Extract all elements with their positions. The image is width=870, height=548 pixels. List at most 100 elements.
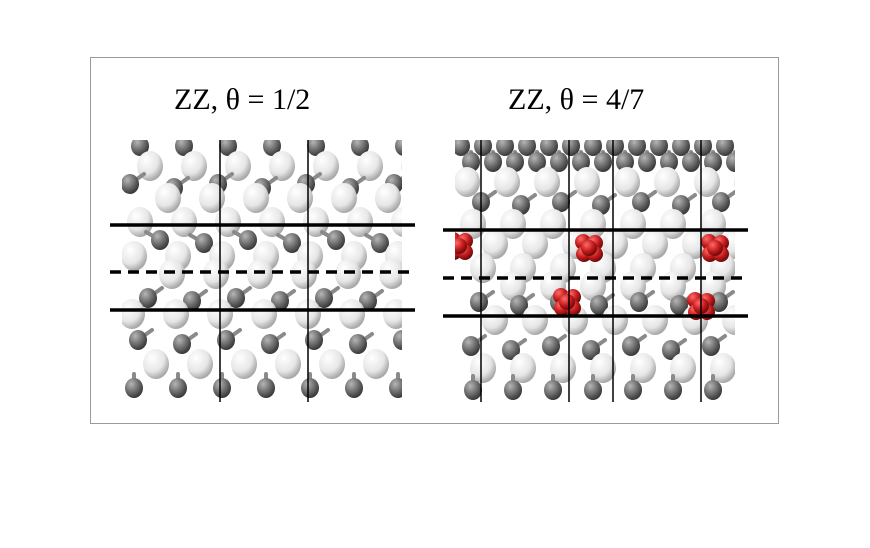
- carbon-atom: [590, 295, 608, 315]
- carbon-atom: [672, 140, 690, 156]
- oxygen-adsorbate: [701, 234, 729, 262]
- carbon-atom: [660, 152, 678, 172]
- hydrogen-atom: [740, 209, 748, 239]
- hydrogen-atom: [199, 183, 225, 213]
- carbon-atom: [744, 380, 748, 400]
- carbon-atom: [283, 233, 301, 253]
- carbon-atom: [506, 152, 524, 172]
- carbon-atom: [263, 140, 281, 156]
- carbon-atom: [195, 233, 213, 253]
- hydrogen-atom: [734, 176, 735, 188]
- carbon-atom: [510, 295, 528, 315]
- carbon-atom: [606, 140, 624, 156]
- hydrogen-atom: [231, 349, 257, 379]
- hydrogen-atom: [287, 183, 313, 213]
- carbon-atom: [403, 288, 415, 308]
- hydrogen-atom: [243, 183, 269, 213]
- carbon-atom: [307, 140, 325, 156]
- hydrogen-atom: [171, 207, 197, 237]
- hydrogen-atom: [127, 207, 153, 237]
- hydrogen-atom: [630, 353, 656, 383]
- carbon-atom: [622, 336, 640, 356]
- carbon-atom: [528, 152, 546, 172]
- hydrogen-atom: [614, 167, 640, 197]
- hydrogen-atom: [494, 167, 520, 197]
- carbon-atom: [650, 140, 668, 156]
- carbon-atom: [227, 288, 245, 308]
- carbon-atom: [552, 192, 570, 212]
- carbon-atom: [315, 288, 333, 308]
- panel-title-right: ZZ, θ = 4/7: [508, 83, 645, 116]
- hydrogen-atom: [580, 271, 606, 301]
- carbon-atom: [630, 292, 648, 312]
- carbon-atom: [710, 292, 728, 312]
- hydrogen-atom: [215, 207, 241, 237]
- carbon-atom: [462, 152, 480, 172]
- hydrogen-atom: [710, 353, 735, 383]
- molecular-structure-left: [110, 140, 415, 402]
- bond: [410, 232, 415, 240]
- hydrogen-atom: [291, 259, 317, 289]
- hydrogen-atom: [602, 305, 628, 335]
- panel-title-left: ZZ, θ = 1/2: [174, 83, 311, 116]
- carbon-atom: [122, 174, 139, 194]
- carbon-atom: [139, 288, 157, 308]
- hydrogen-atom: [357, 151, 383, 181]
- hydrogen-atom: [347, 207, 373, 237]
- carbon-atom: [257, 378, 275, 398]
- bond: [400, 337, 402, 342]
- carbon-atom: [239, 230, 257, 250]
- hydrogen-atom: [510, 353, 536, 383]
- carbon-atom: [704, 380, 722, 400]
- hydrogen-atom: [383, 299, 402, 329]
- carbon-atom: [470, 292, 488, 312]
- hydrogen-atom: [407, 349, 415, 379]
- carbon-atom: [173, 334, 191, 354]
- hydrogen-atom: [470, 253, 496, 283]
- carbon-atom: [584, 140, 602, 156]
- hydrogen-atom: [694, 167, 720, 197]
- carbon-atom: [662, 340, 680, 360]
- hydrogen-atom: [642, 305, 668, 335]
- oxygen-adsorbate: [575, 234, 603, 262]
- carbon-atom: [694, 140, 712, 156]
- atoms-layer: [455, 140, 748, 400]
- hydrogen-atom: [335, 259, 361, 289]
- oxygen-adsorbate: [553, 288, 581, 316]
- carbon-atom: [183, 291, 201, 311]
- carbon-atom: [712, 192, 730, 212]
- carbon-atom: [261, 334, 279, 354]
- hydrogen-atom: [455, 167, 480, 197]
- carbon-atom: [544, 380, 562, 400]
- hydrogen-atom: [522, 229, 548, 259]
- hydrogen-atom: [482, 305, 508, 335]
- hydrogen-atom: [122, 299, 145, 329]
- carbon-atom: [389, 378, 402, 398]
- hydrogen-atom: [654, 167, 680, 197]
- hydrogen-atom: [187, 349, 213, 379]
- hydrogen-atom: [574, 167, 600, 197]
- carbon-atom: [742, 340, 748, 360]
- carbon-atom: [175, 140, 193, 156]
- hydrogen-atom: [482, 229, 508, 259]
- carbon-atom: [345, 378, 363, 398]
- carbon-atom: [169, 378, 187, 398]
- carbon-atom: [664, 380, 682, 400]
- carbon-atom: [624, 380, 642, 400]
- hydrogen-atom: [602, 229, 628, 259]
- carbon-atom: [638, 152, 656, 172]
- hydrogen-atom: [401, 160, 402, 172]
- carbon-atom: [305, 330, 323, 350]
- hydrogen-atom: [522, 305, 548, 335]
- hydrogen-atom: [122, 241, 147, 271]
- hydrogen-atom: [470, 353, 496, 383]
- carbon-atom: [349, 334, 367, 354]
- carbon-atom: [594, 152, 612, 172]
- carbon-atom: [131, 140, 149, 156]
- hydrogen-atom: [740, 271, 748, 301]
- carbon-atom: [393, 330, 402, 350]
- carbon-atom: [462, 336, 480, 356]
- carbon-atom: [359, 291, 377, 311]
- carbon-atom: [351, 140, 369, 156]
- carbon-atom: [327, 230, 345, 250]
